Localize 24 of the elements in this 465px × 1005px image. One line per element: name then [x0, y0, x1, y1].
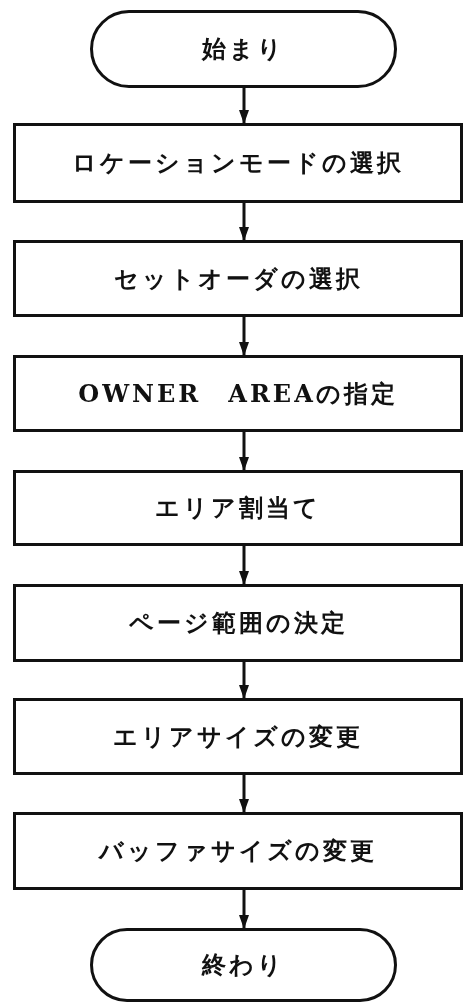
arrow [239, 432, 249, 471]
step-label: 始まり [202, 33, 285, 65]
process-box [13, 584, 463, 662]
step-label: セットオーダの選択 [113, 262, 363, 295]
process-box [13, 355, 463, 432]
step-label: バッファサイズの変更 [99, 835, 377, 867]
arrow [239, 890, 249, 929]
arrow [239, 775, 249, 813]
process-box [13, 123, 463, 203]
step-label: OWNER AREAの指定 [78, 377, 398, 410]
process-box [13, 240, 463, 317]
arrow [239, 317, 249, 356]
step-label: 終わり [202, 949, 285, 981]
arrow [239, 203, 249, 241]
process-box [13, 812, 463, 890]
process-box [13, 698, 463, 775]
step-label: エリア割当て [155, 492, 321, 524]
step-label: ページ範囲の決定 [128, 607, 348, 639]
arrow [239, 546, 249, 585]
step-label: エリアサイズの変更 [113, 720, 363, 753]
arrow [239, 662, 249, 699]
arrow [239, 88, 249, 124]
process-box [13, 470, 463, 546]
step-label: ロケーションモードの選択 [72, 147, 404, 179]
